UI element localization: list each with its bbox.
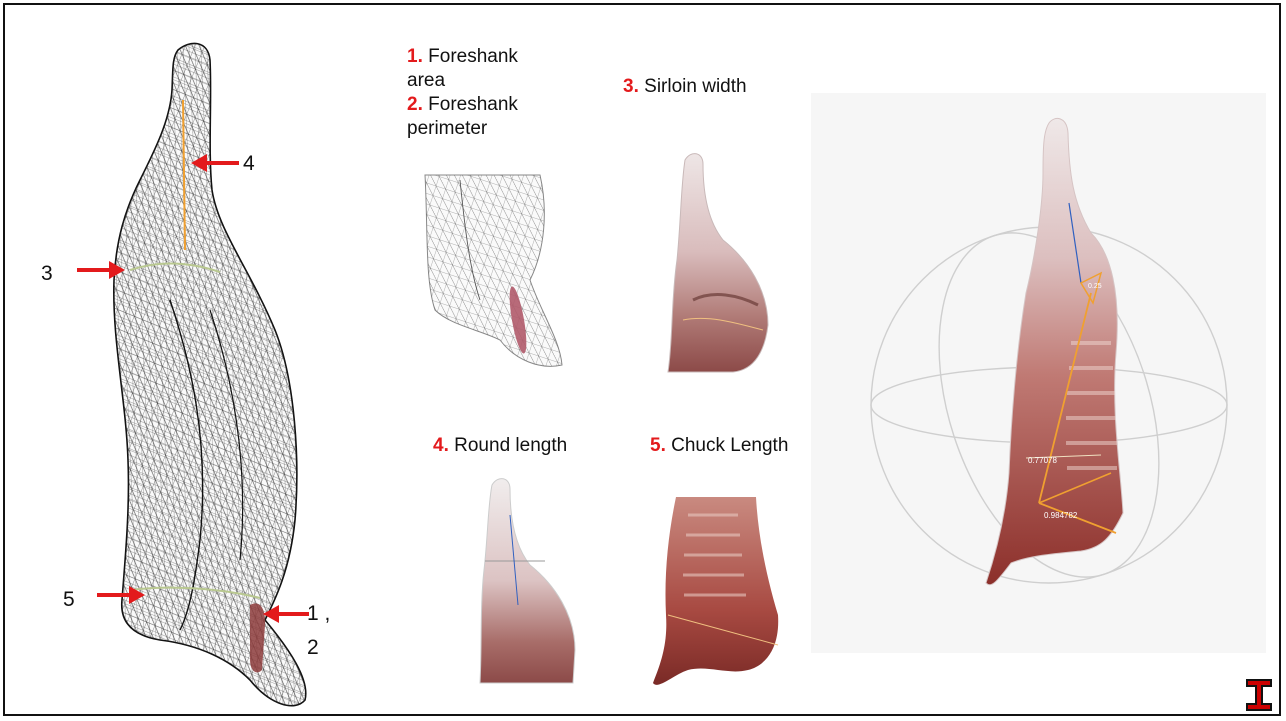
sirloin-width-image: [663, 150, 773, 375]
caption-3-text: Sirloin width: [644, 76, 746, 97]
measure-label-a: 0.77078: [1028, 456, 1057, 465]
caption-1: 1. Foreshank area 2. Foreshank perimeter: [407, 45, 577, 141]
round-length-image: [470, 475, 580, 685]
caption-4-text: Round length: [454, 435, 567, 456]
arrow-5-icon: [97, 583, 145, 607]
caption-3: 3. Sirloin width: [623, 75, 747, 99]
marker-2: 2: [307, 636, 319, 660]
caption-5-number: 5.: [650, 435, 666, 456]
caption-2-text: Foreshank: [428, 94, 518, 115]
caption-4: 4. Round length: [433, 434, 567, 458]
caption-5: 5. Chuck Length: [650, 434, 788, 458]
arrow-1-2-icon: [263, 602, 309, 626]
double-t-logo-icon: [1246, 679, 1272, 711]
slide: 4 3 5 1 , 2 1. Foreshank area 2. Foresha…: [3, 3, 1281, 716]
foreshank-mesh-image: [420, 170, 565, 370]
arrow-4-icon: [191, 151, 241, 175]
marker-4: 4: [243, 152, 255, 176]
caption-5-text: Chuck Length: [671, 435, 788, 456]
arrow-3-icon: [77, 258, 125, 282]
caption-1-text-line2: area: [407, 70, 445, 91]
measure-label-b: 0.984782: [1044, 511, 1078, 520]
caption-1-number: 1.: [407, 46, 423, 67]
marker-1: 1 ,: [307, 602, 330, 626]
carcass-3d-measurement-image: 0.77078 0.984782 0.25: [811, 93, 1266, 653]
marker-5: 5: [63, 588, 75, 612]
measure-label-c: 0.25: [1088, 283, 1102, 290]
caption-3-number: 3.: [623, 76, 639, 97]
caption-2-number: 2.: [407, 94, 423, 115]
caption-1-text: Foreshank: [428, 46, 518, 67]
chuck-length-image: [648, 495, 783, 690]
caption-2-text-line2: perimeter: [407, 118, 487, 139]
caption-4-number: 4.: [433, 435, 449, 456]
marker-3: 3: [41, 262, 53, 286]
